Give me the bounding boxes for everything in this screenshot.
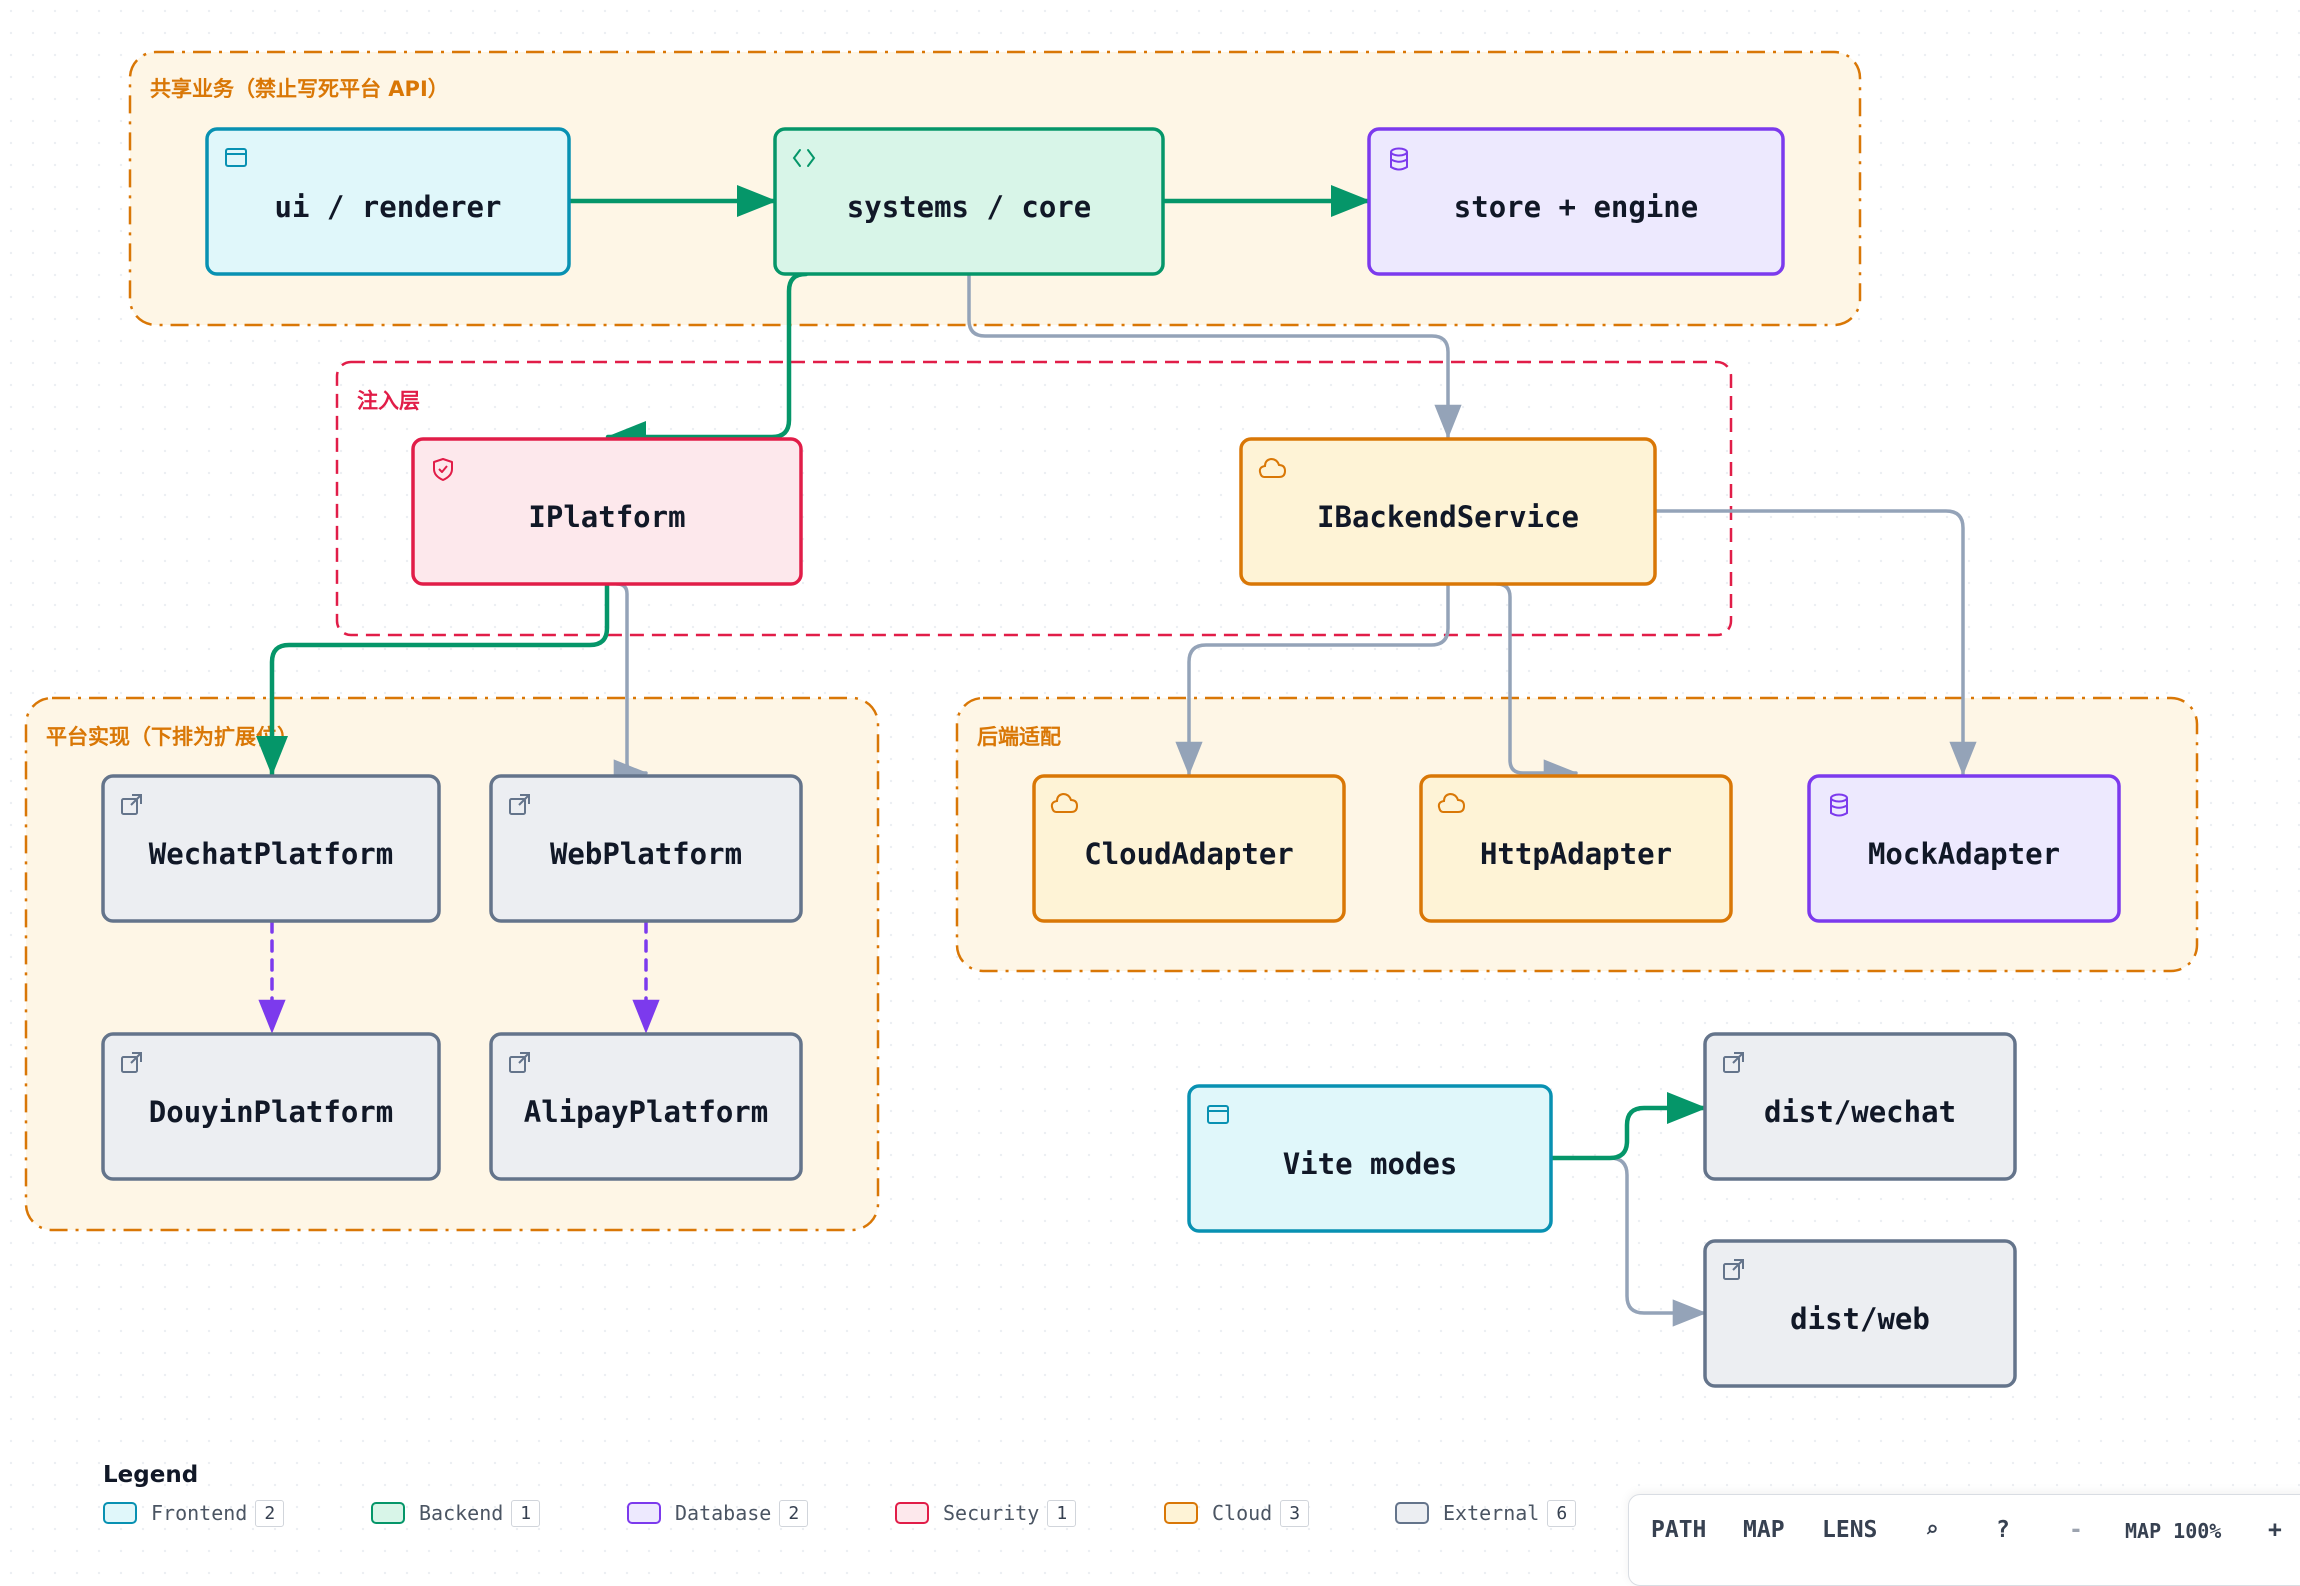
node-label-dist-wechat: dist/wechat xyxy=(1764,1095,1956,1129)
legend-label-frontend: Frontend xyxy=(151,1501,248,1525)
node-alipay-platform[interactable]: AlipayPlatform xyxy=(489,1032,803,1181)
node-dist-web[interactable]: dist/web xyxy=(1703,1239,2017,1388)
shield-check-icon xyxy=(433,458,453,481)
edge-ibackend-to-mock xyxy=(1653,509,1977,776)
browser-window-icon xyxy=(225,148,247,167)
legend-item-cloud: Cloud 3 xyxy=(1164,1496,1310,1530)
legend-swatch-cloud xyxy=(1164,1502,1198,1524)
legend-swatch-frontend xyxy=(103,1502,137,1524)
help-button[interactable]: ? xyxy=(1996,1517,2010,1543)
cloud-icon xyxy=(1050,792,1079,813)
edge-vite-to-dist-web xyxy=(1550,1156,1707,1327)
lens-button[interactable]: LENS xyxy=(1822,1517,1878,1543)
legend-item-frontend: Frontend 2 xyxy=(103,1496,285,1530)
edge-iplatform-to-wechat xyxy=(256,581,610,777)
edge-vite-to-dist-wechat xyxy=(1549,1092,1708,1161)
external-link-icon xyxy=(509,794,530,815)
node-label-mock-adapter: MockAdapter xyxy=(1868,837,2060,871)
legend-label-external: External xyxy=(1443,1501,1540,1525)
edges xyxy=(256,185,1977,1327)
zoom-level-display: MAP 100% xyxy=(2125,1519,2222,1543)
node-ibackendservice[interactable]: IBackendService xyxy=(1239,437,1657,586)
external-link-icon xyxy=(509,1052,530,1073)
view-toolbar: PATH MAP LENS ⌕ ? - MAP 100% + xyxy=(1628,1494,2300,1586)
legend-count-frontend: 2 xyxy=(255,1499,285,1527)
legend-item-database: Database 2 xyxy=(627,1496,809,1530)
node-label-douyin-platform: DouyinPlatform xyxy=(149,1095,393,1129)
node-douyin-platform[interactable]: DouyinPlatform xyxy=(101,1032,441,1181)
node-label-web-platform: WebPlatform xyxy=(550,837,742,871)
database-icon xyxy=(1830,793,1848,817)
external-link-icon xyxy=(121,1052,142,1073)
cloud-icon xyxy=(1437,792,1466,813)
edge-core-to-ibackend xyxy=(967,272,1462,439)
legend-swatch-database xyxy=(627,1502,661,1524)
node-vite-modes[interactable]: Vite modes xyxy=(1187,1084,1553,1233)
external-link-icon xyxy=(121,794,142,815)
node-systems-core[interactable]: systems / core xyxy=(773,127,1165,276)
node-label-vite-modes: Vite modes xyxy=(1283,1147,1458,1181)
browser-window-icon xyxy=(1207,1105,1229,1124)
legend-count-backend: 1 xyxy=(511,1499,541,1527)
group-injection-layer: 注入层 xyxy=(335,360,1733,637)
cloud-icon xyxy=(1258,457,1287,478)
map-button[interactable]: MAP xyxy=(1743,1517,1785,1543)
database-icon xyxy=(1390,147,1408,171)
external-link-icon xyxy=(1723,1259,1744,1280)
legend-item-external: External 6 xyxy=(1395,1496,1577,1530)
node-http-adapter[interactable]: HttpAdapter xyxy=(1419,774,1733,923)
legend-label-database: Database xyxy=(675,1501,772,1525)
node-label-dist-web: dist/web xyxy=(1790,1302,1930,1336)
legend-label-cloud: Cloud xyxy=(1212,1501,1273,1525)
node-web-platform[interactable]: WebPlatform xyxy=(489,774,803,923)
group-label-platform: 平台实现（下排为扩展位） xyxy=(46,725,298,749)
node-label-store-engine: store + engine xyxy=(1454,190,1698,224)
node-cloud-adapter[interactable]: CloudAdapter xyxy=(1032,774,1346,923)
legend-title: Legend xyxy=(103,1462,199,1488)
legend-count-external: 6 xyxy=(1547,1499,1577,1527)
legend-count-database: 2 xyxy=(779,1499,809,1527)
legend-label-backend: Backend xyxy=(419,1501,504,1525)
group-label-backend: 后端适配 xyxy=(977,725,1061,749)
node-label-systems-core: systems / core xyxy=(847,190,1091,224)
legend-item-security: Security 1 xyxy=(895,1496,1077,1530)
node-label-iplatform: IPlatform xyxy=(528,500,685,534)
legend-item-backend: Backend 1 xyxy=(371,1496,541,1530)
node-label-cloud-adapter: CloudAdapter xyxy=(1084,837,1294,871)
legend-swatch-security xyxy=(895,1502,929,1524)
node-iplatform[interactable]: IPlatform xyxy=(411,437,803,586)
node-label-ibackendservice: IBackendService xyxy=(1317,500,1579,534)
group-label-inject: 注入层 xyxy=(357,389,420,413)
path-button[interactable]: PATH xyxy=(1651,1517,1707,1543)
search-icon[interactable]: ⌕ xyxy=(1925,1517,1939,1543)
group-label-shared: 共享业务（禁止写死平台 API） xyxy=(150,77,449,101)
legend-swatch-external xyxy=(1395,1502,1429,1524)
node-wechat-platform[interactable]: WechatPlatform xyxy=(101,774,441,923)
node-label-ui-renderer: ui / renderer xyxy=(275,190,502,224)
legend-label-security: Security xyxy=(943,1501,1040,1525)
node-dist-wechat[interactable]: dist/wechat xyxy=(1703,1032,2017,1181)
node-label-http-adapter: HttpAdapter xyxy=(1480,837,1672,871)
external-link-icon xyxy=(1723,1052,1744,1073)
code-brackets-icon xyxy=(792,149,816,167)
node-label-alipay-platform: AlipayPlatform xyxy=(524,1095,768,1129)
legend-count-security: 1 xyxy=(1047,1499,1077,1527)
edge-ibackend-to-cloud xyxy=(1175,582,1450,776)
node-store-engine[interactable]: store + engine xyxy=(1367,127,1785,276)
zoom-out-button[interactable]: - xyxy=(2069,1517,2083,1543)
legend-count-cloud: 3 xyxy=(1280,1499,1310,1527)
zoom-in-button[interactable]: + xyxy=(2268,1517,2282,1543)
node-label-wechat-platform: WechatPlatform xyxy=(149,837,393,871)
edge-core-to-iplatform xyxy=(605,271,809,453)
node-mock-adapter[interactable]: MockAdapter xyxy=(1807,774,2121,923)
legend-swatch-backend xyxy=(371,1502,405,1524)
node-ui-renderer[interactable]: ui / renderer xyxy=(205,127,571,276)
